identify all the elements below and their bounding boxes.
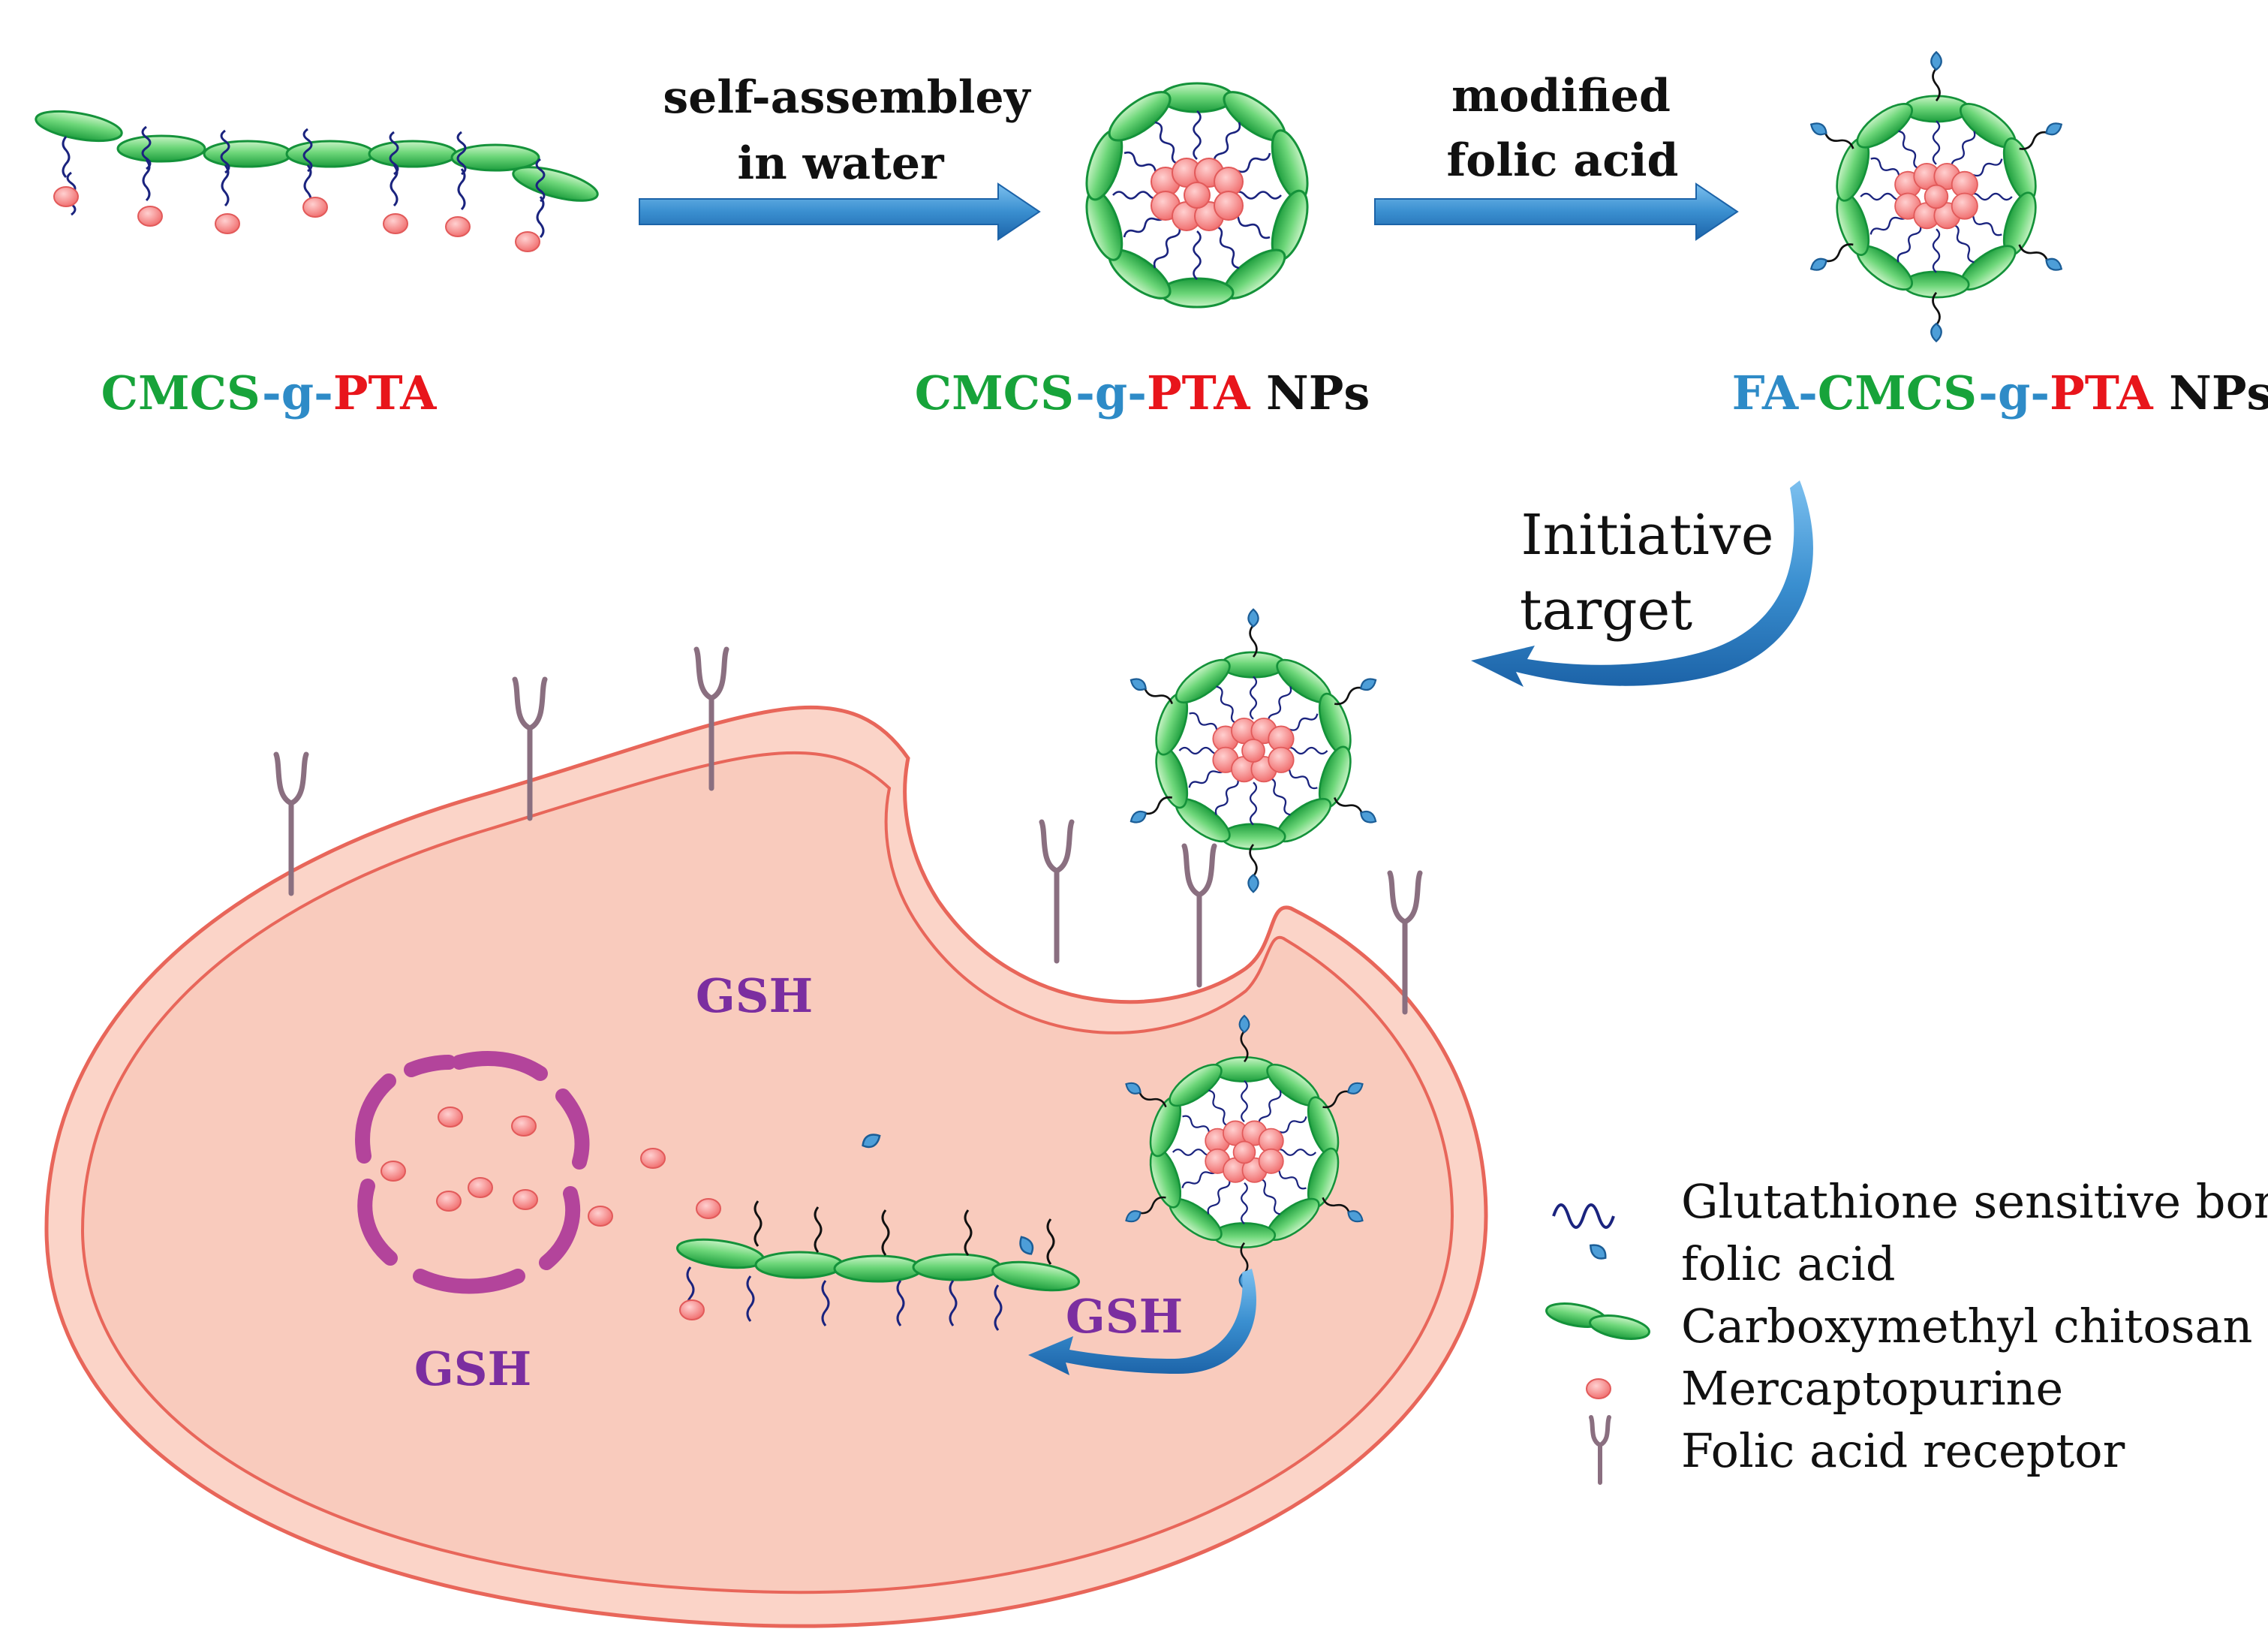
legend-label-glutathione: Glutathione sensitive bond bbox=[1681, 1174, 2268, 1229]
nps-label-suffix: NPs bbox=[1250, 366, 1370, 420]
gsh-label-release: GSH bbox=[1066, 1289, 1183, 1344]
folic-acid-modification-arrow bbox=[1374, 182, 1739, 241]
initiative-label-line2: target bbox=[1520, 578, 1692, 643]
docking-nanoparticle bbox=[1129, 610, 1379, 893]
initiative-target-arrow bbox=[1471, 480, 1813, 687]
polymer-label-cmcs: CMCS bbox=[101, 366, 262, 420]
fa-nps-label: FA-CMCS-g-PTA NPs bbox=[1732, 366, 2268, 420]
modified-label-line1: modified bbox=[1451, 70, 1671, 122]
gsh-label-bottom: GSH bbox=[414, 1341, 531, 1396]
gsh-release-arrow bbox=[1028, 1269, 1256, 1375]
self-assembly-arrow bbox=[639, 182, 1041, 241]
fa-nps-label-g: -g- bbox=[1978, 366, 2050, 420]
initiative-label-line1: Initiative bbox=[1521, 503, 1773, 568]
polymer-label: CMCS-g-PTA bbox=[101, 366, 438, 420]
released-drug-vesicle bbox=[355, 1051, 590, 1294]
nps-label-pta: PTA bbox=[1147, 366, 1250, 420]
fa-nps-label-suffix: NPs bbox=[2153, 366, 2268, 420]
cell-inner-membrane bbox=[80, 751, 1454, 1594]
glutathione-bond-icon bbox=[1552, 1203, 1615, 1229]
fa-cmcs-g-pta-nanoparticle bbox=[1809, 52, 2064, 341]
mercaptopurine-icon bbox=[1586, 1378, 1611, 1399]
self-assembly-label-line1: self-assembley bbox=[663, 71, 1031, 124]
fa-nps-label-cmcs: CMCS bbox=[1818, 366, 1978, 420]
self-assembly-label-line2: in water bbox=[737, 137, 945, 190]
cell bbox=[44, 705, 1488, 1628]
fa-nps-label-fa: FA- bbox=[1732, 366, 1818, 420]
released-polymer-chain bbox=[674, 1200, 1082, 1331]
fa-nps-label-pta: PTA bbox=[2050, 366, 2153, 420]
folic-acid-receptor-icon bbox=[1589, 1415, 1611, 1485]
legend: Glutathione sensitive bond folic acid Ca… bbox=[1545, 1174, 2268, 1485]
carboxymethyl-chitosan-icon bbox=[1545, 1302, 1650, 1340]
modified-label-line2: folic acid bbox=[1447, 134, 1679, 187]
polymer-label-pta: PTA bbox=[333, 366, 437, 420]
legend-label-receptor: Folic acid receptor bbox=[1681, 1423, 2125, 1478]
folic-acid-icon bbox=[1586, 1239, 1611, 1263]
nps-label-cmcs: CMCS bbox=[915, 366, 1075, 420]
cmcs-g-pta-polymer bbox=[32, 104, 602, 252]
nps-label-g: -g- bbox=[1075, 366, 1147, 420]
nps-label: CMCS-g-PTA NPs bbox=[915, 366, 1370, 420]
cmcs-g-pta-nanoparticle bbox=[1078, 82, 1316, 309]
legend-label-folic-acid: folic acid bbox=[1681, 1236, 1896, 1291]
legend-label-chitosan: Carboxymethyl chitosan bbox=[1681, 1299, 2252, 1353]
gsh-label-top: GSH bbox=[696, 968, 813, 1023]
legend-label-mercaptopurine: Mercaptopurine bbox=[1681, 1361, 2063, 1416]
polymer-label-g: -g- bbox=[262, 366, 333, 420]
